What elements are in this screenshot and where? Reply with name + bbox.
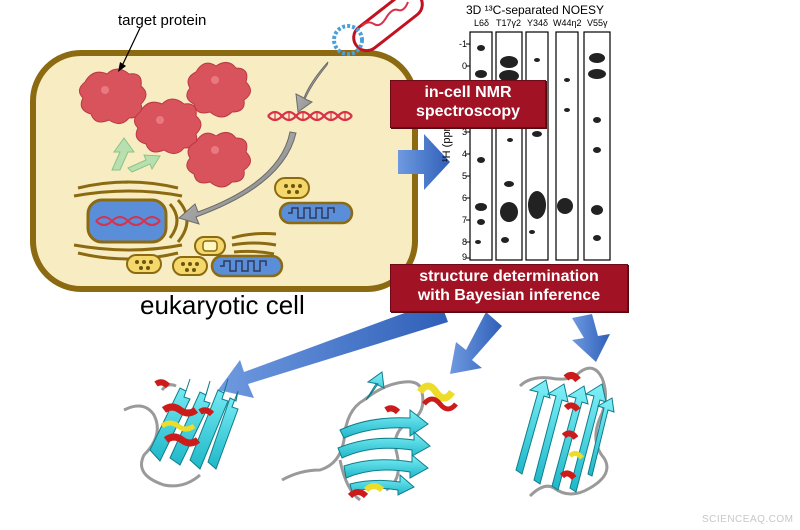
target-protein-pointer bbox=[121, 27, 141, 67]
mitochondria bbox=[210, 201, 354, 278]
nmr-ytick: 7 bbox=[461, 215, 467, 225]
arrow-to-structure-right bbox=[572, 314, 610, 362]
badge-nmr-line1: in-cell NMR bbox=[424, 84, 512, 101]
nmr-ytick: 4 bbox=[461, 149, 467, 159]
golgi bbox=[231, 232, 277, 256]
badge-in-cell-nmr: in-cell NMR spectroscopy bbox=[390, 80, 546, 128]
protein-structure-left bbox=[123, 378, 239, 488]
nmr-column-label-5: V55γ bbox=[587, 18, 608, 28]
eukaryotic-cell bbox=[30, 50, 418, 292]
arrow-cell-to-nmr bbox=[398, 134, 450, 190]
nmr-spectrum bbox=[466, 30, 615, 262]
nmr-ytick: 5 bbox=[461, 171, 467, 181]
green-arrows bbox=[111, 137, 161, 173]
nmr-column-label-4: W44η2 bbox=[553, 18, 582, 28]
protein-structure-middle bbox=[281, 371, 458, 502]
nmr-column-label-3: Y34δ bbox=[527, 18, 549, 28]
helix-middle bbox=[347, 382, 458, 499]
nmr-ytick: -1 bbox=[458, 39, 467, 49]
nmr-ytick: 9 bbox=[461, 252, 467, 262]
target-protein-label: target protein bbox=[118, 12, 207, 29]
badge-structure-determination: structure determination with Bayesian in… bbox=[390, 264, 628, 312]
badge-struct-line2: with Bayesian inference bbox=[417, 287, 601, 304]
nmr-column-label-1: L6δ bbox=[474, 18, 490, 28]
nmr-ytick: 0 bbox=[461, 61, 467, 71]
nmr-column-label-2: T17γ2 bbox=[496, 18, 522, 28]
plasmid-icon bbox=[332, 24, 364, 56]
plasmid-vial bbox=[332, 0, 424, 56]
nmr-ytick: 6 bbox=[461, 193, 467, 203]
nmr-ytick: 8 bbox=[461, 237, 467, 247]
nmr-strip-4 bbox=[555, 31, 579, 261]
target-protein-2 bbox=[186, 62, 251, 118]
arrow-to-structure-left bbox=[218, 300, 448, 398]
watermark: SCIENCEAQ.COM bbox=[702, 514, 794, 525]
protein-structure-right bbox=[515, 366, 615, 498]
nmr-strip-3 bbox=[525, 31, 549, 261]
nucleus-region bbox=[73, 180, 189, 261]
badge-nmr-line2: spectroscopy bbox=[415, 103, 521, 120]
target-protein-group bbox=[79, 62, 251, 188]
badge-struct-line1: structure determination bbox=[419, 268, 599, 285]
grey-arrow-to-mrna bbox=[295, 61, 329, 113]
grey-arrow-to-nucleus bbox=[177, 131, 297, 225]
nmr-strip-1 bbox=[469, 31, 493, 261]
target-protein-4 bbox=[186, 132, 251, 188]
helix-left bbox=[154, 379, 215, 447]
arrow-to-structure-middle bbox=[450, 312, 502, 374]
eukaryotic-cell-label: eukaryotic cell bbox=[140, 290, 305, 320]
helix-right bbox=[559, 371, 584, 480]
nmr-strip-5 bbox=[583, 31, 611, 261]
nmr-ytick: 3 bbox=[461, 127, 467, 137]
nmr-title: 3D ¹³C-separated NOESY bbox=[466, 3, 605, 17]
